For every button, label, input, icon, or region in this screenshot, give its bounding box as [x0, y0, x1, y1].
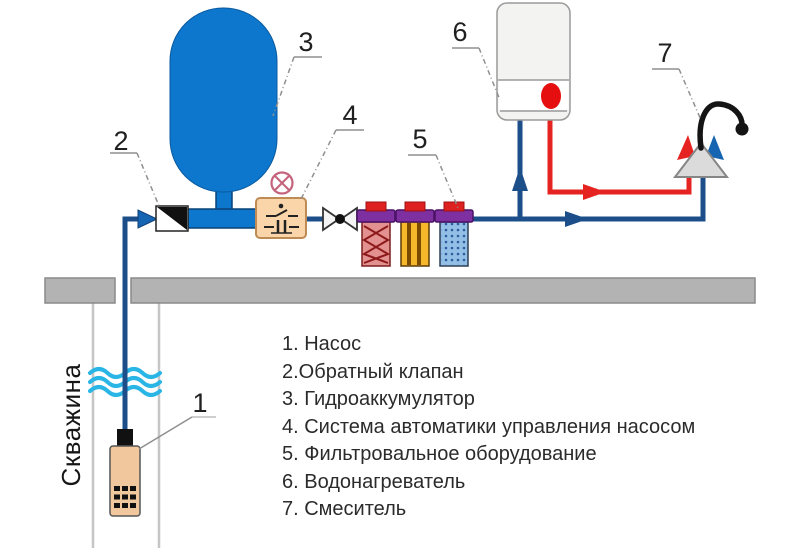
callout-leaders [110, 47, 702, 450]
pressure-gauge-icon [270, 171, 294, 195]
heater-indicator-icon [541, 83, 561, 109]
ground-bar-left [44, 277, 116, 304]
callout-filters: 5 [412, 124, 428, 154]
legend: 1. Насос 2.Обратный клапан 3. Гидроаккум… [282, 331, 695, 524]
water-heater [496, 2, 571, 121]
legend-item: 6. Водонагреватель [282, 470, 466, 493]
cold-arrow-icon [706, 135, 724, 160]
pipe-well-riser [122, 216, 140, 432]
hydroaccumulator-tank [169, 7, 278, 193]
flow-arrow-into-check-valve [137, 209, 159, 229]
mixer-body [672, 141, 730, 178]
flow-arrow-cold-up [512, 167, 528, 191]
flow-arrow-hot-right [583, 184, 606, 200]
callout-mixer: 7 [657, 38, 673, 68]
callout-pump: 1 [192, 388, 208, 418]
flow-arrow-cold-right [565, 211, 588, 227]
filter-fine [434, 201, 474, 267]
callout-heater: 6 [452, 17, 468, 47]
filter-carbon [395, 201, 435, 267]
ground-bar-right [130, 277, 756, 304]
legend-item: 3. Гидроаккумулятор [282, 388, 475, 410]
legend-item: 5. Фильтровальное оборудование [282, 443, 597, 465]
callout-hydroaccumulator: 3 [298, 27, 314, 57]
legend-item: 7. Смеситель [282, 498, 407, 520]
legend-item: 4. Система автоматики управления насосом [282, 415, 696, 438]
pipe-thick-main [185, 208, 259, 229]
pipe-hot [547, 118, 692, 195]
check-valve [155, 205, 189, 232]
shutoff-valve-icon [322, 206, 358, 232]
legend-item: 2.Обратный клапан [282, 360, 464, 383]
mixer-tap [672, 101, 749, 178]
submersible-pump [109, 429, 141, 517]
filter-sediment [356, 201, 396, 267]
well-label: Скважина [56, 363, 86, 487]
pump-automation-box [255, 197, 307, 239]
legend-item: 1. Насос [282, 333, 362, 355]
faucet-spout-icon [697, 101, 745, 151]
callout-automation: 4 [342, 100, 358, 130]
callout-check-valve: 2 [113, 126, 129, 156]
hot-arrow-icon [677, 135, 695, 160]
